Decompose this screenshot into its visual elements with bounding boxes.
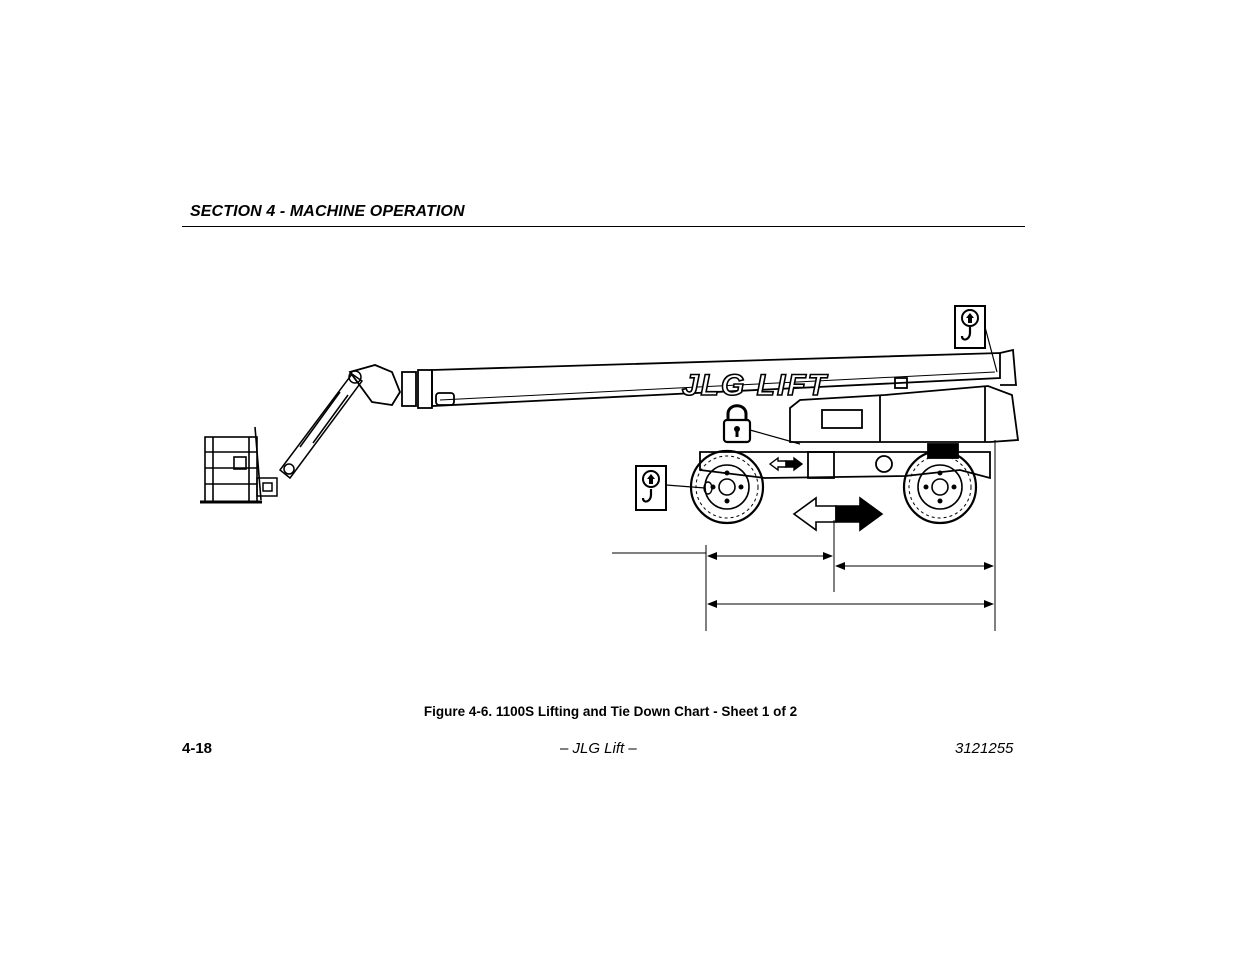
- direction-arrow-large: [792, 496, 884, 532]
- document-number: 3121255: [955, 740, 1014, 757]
- page-number: 4-18: [182, 740, 213, 757]
- section-title: SECTION 4 - MACHINE OPERATION: [190, 203, 465, 220]
- footer-title: – JLG Lift –: [560, 740, 637, 757]
- dimension-lines: [612, 440, 996, 631]
- platform-basket: [200, 426, 262, 504]
- tie-down-padlock-icon: [722, 404, 752, 444]
- leader-line: [749, 429, 801, 445]
- figure-caption-text: Figure 4-6. 1100S Lifting and Tie Down C…: [423, 704, 798, 719]
- boom-logo-text: JLG LIFT: [682, 369, 829, 402]
- turntable: [789, 385, 1020, 443]
- jib-assembly: [256, 370, 364, 497]
- figure-caption: Figure 4-6. 1100S Lifting and Tie Down C…: [0, 704, 1235, 719]
- direction-arrow-small: [768, 456, 804, 472]
- telescopic-boom: [348, 348, 1017, 409]
- rear-wheel: [902, 449, 978, 525]
- leader-line: [665, 484, 706, 489]
- lift-point-hook-icon: [635, 465, 667, 511]
- front-wheel: [689, 449, 765, 525]
- boom-logo: JLG LIFT: [681, 368, 829, 403]
- leader-line: [984, 326, 998, 373]
- header-divider: [182, 226, 1025, 227]
- lift-point-hook-icon: [954, 305, 986, 349]
